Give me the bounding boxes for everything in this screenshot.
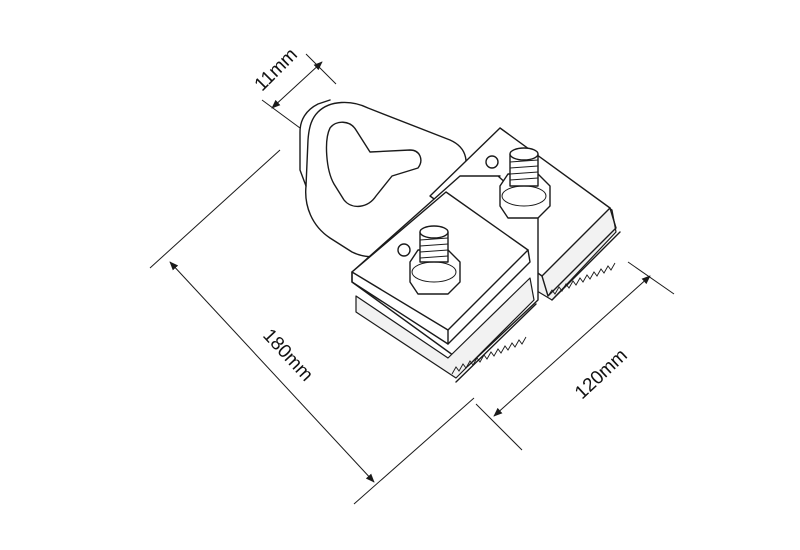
dimension-label-180mm: 180mm	[258, 325, 317, 386]
front-bolt	[409, 225, 461, 295]
dimension-label-120mm: 120mm	[571, 345, 632, 404]
rear-bolt	[499, 147, 551, 219]
